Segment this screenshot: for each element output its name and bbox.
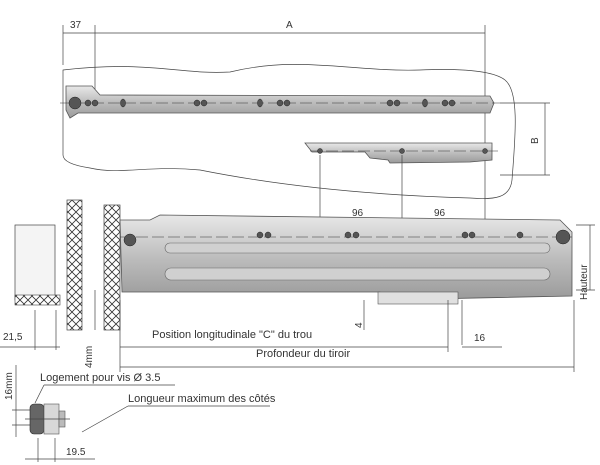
cabinet-panel (103, 204, 121, 331)
dim-37: 37 (70, 20, 82, 31)
side-view: Hauteur 4 21,5 4mm Position longitudinal… (0, 199, 595, 372)
top-view: 37 A 96 96 B (60, 20, 550, 225)
logement-label: Logement pour vis Ø 3.5 (40, 372, 160, 384)
profondeur-label: Profondeur du tiroir (256, 348, 350, 360)
dim-16mm: 16mm (4, 372, 15, 400)
drawer-outline (62, 64, 516, 199)
dim-21-5: 21,5 (3, 332, 23, 343)
dim-96-right: 96 (434, 208, 446, 219)
dim-a: A (286, 20, 293, 31)
dim-96-left: 96 (352, 208, 364, 219)
roller-icon (68, 96, 82, 110)
dim-4: 4 (354, 322, 365, 328)
rail-holes (84, 98, 456, 108)
longueur-label: Longueur maximum des côtés (128, 393, 276, 405)
slide-assembly (119, 214, 573, 301)
dim-4mm: 4mm (84, 346, 95, 368)
drawer-box (14, 224, 56, 301)
position-longitudinale-label: Position longitudinale "C" du trou (152, 329, 312, 341)
side-panel (66, 199, 83, 331)
front-roller-icon (123, 233, 137, 247)
drawer-rail (304, 142, 493, 164)
screw-detail: 16mm Logement pour vis Ø 3.5 Longueur ma… (4, 365, 276, 462)
slide-holes (256, 231, 524, 239)
dim-b: B (530, 137, 541, 144)
hauteur-label: Hauteur (579, 264, 590, 300)
dim-16: 16 (474, 333, 486, 344)
rear-roller-icon (555, 229, 571, 245)
dim-19-5: 19.5 (66, 447, 86, 458)
